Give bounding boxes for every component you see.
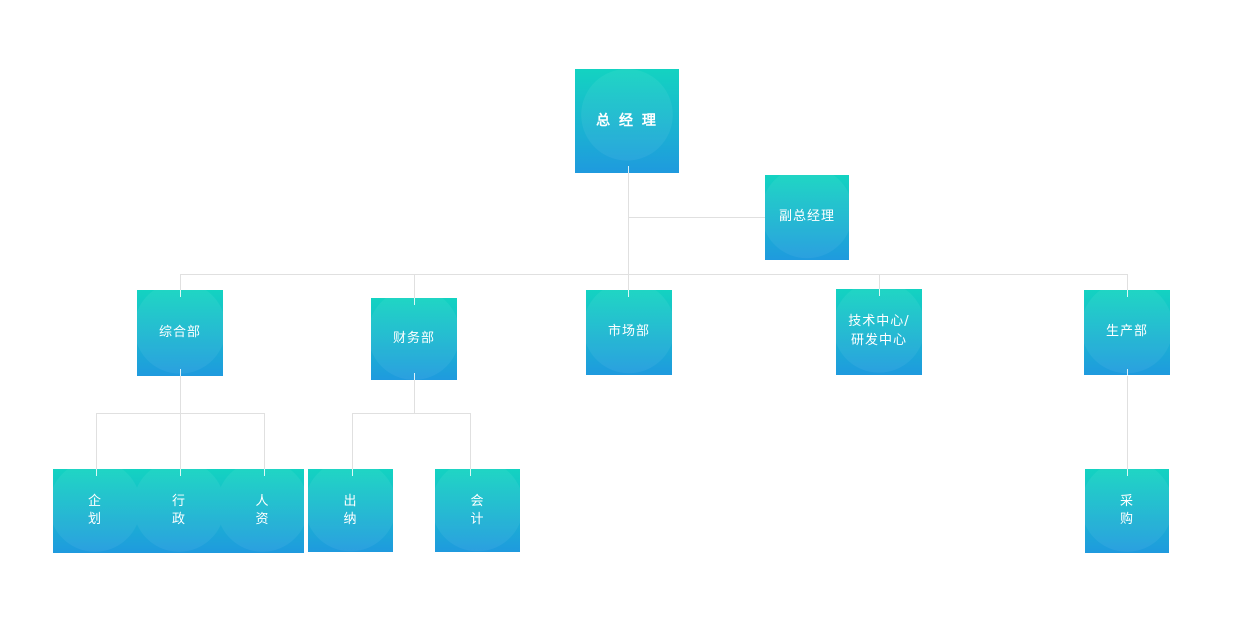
org-node-label: 行 政 [171,494,186,527]
org-node-finance-dept[interactable]: 财务部 [371,298,457,380]
connector-line [352,413,353,469]
connector-line [414,274,415,298]
connector-tick [264,469,265,476]
org-node-general-manager[interactable]: 总 经 理 [575,69,679,173]
org-node-general-dept[interactable]: 综合部 [137,290,223,376]
connector-tick [180,369,181,376]
org-node-label: 副总经理 [778,209,835,225]
connector-line [264,413,265,469]
org-node-label: 会 计 [470,493,485,527]
org-node-label: 企 划 [87,494,102,527]
connector-line [1127,376,1128,469]
connector-line [180,376,181,413]
connector-tick [628,290,629,297]
connector-line [1127,274,1128,290]
connector-tick [1127,290,1128,297]
connector-tick [352,469,353,476]
connector-line [180,274,1127,275]
org-node-deputy-general-manager[interactable]: 副总经理 [765,175,849,260]
org-node-label: 综合部 [158,324,201,340]
connector-tick [180,469,181,476]
org-node-planning[interactable]: 企 划 [53,469,137,553]
org-node-cashier[interactable]: 出 纳 [308,469,393,552]
connector-line [628,173,629,290]
org-node-tech-rnd-center[interactable]: 技术中心/ 研发中心 [836,289,922,375]
connector-tick [1127,469,1128,476]
org-node-accounting[interactable]: 会 计 [435,469,520,552]
connector-tick [180,290,181,297]
org-node-procurement[interactable]: 采 购 [1085,469,1169,553]
connector-tick [628,166,629,173]
connector-tick [414,373,415,380]
connector-tick [1127,369,1128,376]
connector-tick [96,469,97,476]
org-node-label: 人 资 [255,494,270,527]
org-node-label: 财务部 [392,330,435,346]
org-node-label: 总 经 理 [596,112,658,129]
connector-line [628,217,765,218]
org-node-human-resources[interactable]: 人 资 [221,469,304,553]
org-node-label: 采 购 [1119,494,1134,527]
connector-line [470,413,471,469]
connector-line [180,274,181,290]
org-node-label: 生产部 [1105,324,1148,340]
connector-line [352,413,470,414]
connector-tick [414,298,415,305]
org-node-production-dept[interactable]: 生产部 [1084,290,1170,375]
org-node-label: 出 纳 [343,493,358,527]
connector-tick [470,469,471,476]
org-node-label: 市场部 [607,324,650,340]
org-node-administration[interactable]: 行 政 [137,469,221,553]
org-node-marketing-dept[interactable]: 市场部 [586,290,672,375]
connector-line [414,380,415,413]
connector-line [96,413,97,469]
org-node-label: 技术中心/ 研发中心 [848,314,910,348]
connector-line [180,413,181,469]
connector-line [879,274,880,289]
connector-tick [879,289,880,296]
